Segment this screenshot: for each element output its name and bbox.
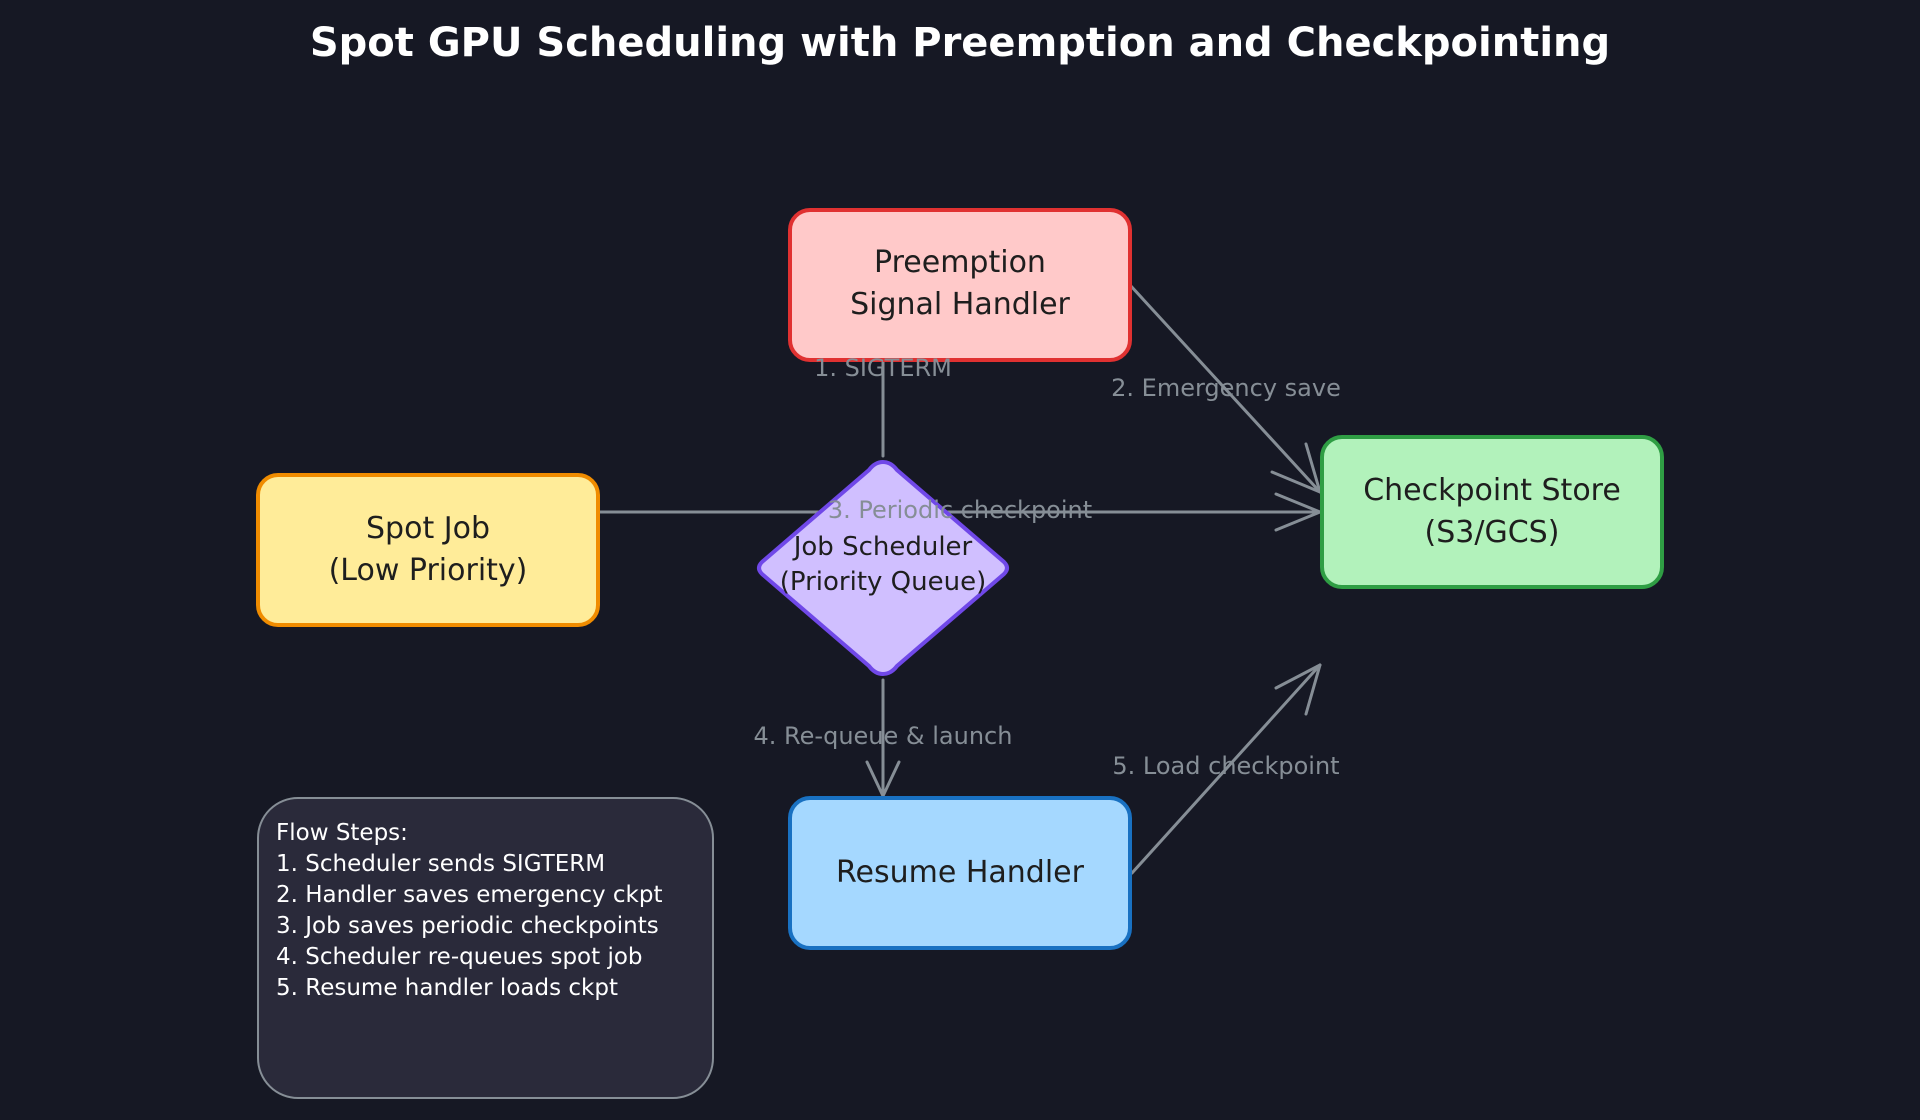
edge-load-checkpoint-arrowhead (1274, 663, 1322, 716)
node-preemption-box (788, 208, 1132, 362)
node-job-scheduler-label-line1: Job Scheduler (792, 532, 973, 562)
flow-steps-title: Flow Steps: (276, 820, 408, 846)
node-spot-job-label-line2: (Low Priority) (329, 553, 528, 588)
node-checkpoint-store-label-line2: (S3/GCS) (1425, 515, 1560, 550)
edge-load-checkpoint-label: 5. Load checkpoint (1112, 752, 1339, 780)
node-checkpoint-store-box (1320, 435, 1664, 589)
node-resume-handler[interactable]: Resume Handler (788, 796, 1132, 950)
flow-steps-note-box (257, 797, 714, 1099)
node-spot-job-label-line1: Spot Job (366, 511, 490, 546)
edge-requeue-launch-label: 4. Re-queue & launch (754, 722, 1013, 750)
flow-step-4: 4. Scheduler re-queues spot job (276, 944, 643, 970)
flow-step-1: 1. Scheduler sends SIGTERM (276, 851, 605, 877)
node-job-scheduler-diamond (757, 459, 1009, 677)
flow-step-2: 2. Handler saves emergency ckpt (276, 882, 663, 908)
node-resume-handler-label: Resume Handler (836, 855, 1085, 890)
diagram-title: Spot GPU Scheduling with Preemption and … (310, 20, 1610, 66)
node-resume-handler-box (788, 796, 1132, 950)
node-checkpoint-store-label-line1: Checkpoint Store (1363, 473, 1621, 508)
edge-emergency-save-line (1128, 283, 1322, 494)
flow-step-5: 5. Resume handler loads ckpt (276, 975, 618, 1001)
node-spot-job-box (256, 473, 600, 627)
flow-steps-note: Flow Steps: 1. Scheduler sends SIGTERM 2… (257, 797, 714, 1099)
node-spot-job[interactable]: Spot Job (Low Priority) (256, 473, 600, 627)
node-job-scheduler-label-line2: (Priority Queue) (780, 567, 987, 597)
edge-periodic-checkpoint-label: 3. Periodic checkpoint (828, 496, 1092, 524)
edge-load-checkpoint (1130, 663, 1322, 875)
node-preemption-label-line1: Preemption (874, 245, 1046, 280)
edge-sigterm-label: 1. SIGTERM (814, 354, 952, 382)
node-checkpoint-store[interactable]: Checkpoint Store (S3/GCS) (1320, 435, 1664, 589)
node-job-scheduler[interactable]: Job Scheduler (Priority Queue) (757, 459, 1009, 677)
edge-emergency-save-label: 2. Emergency save (1111, 374, 1341, 402)
flow-step-3: 3. Job saves periodic checkpoints (276, 913, 659, 939)
node-preemption-signal-handler[interactable]: Preemption Signal Handler (788, 208, 1132, 362)
edge-load-checkpoint-line (1130, 663, 1322, 875)
node-preemption-label-line2: Signal Handler (850, 287, 1070, 322)
